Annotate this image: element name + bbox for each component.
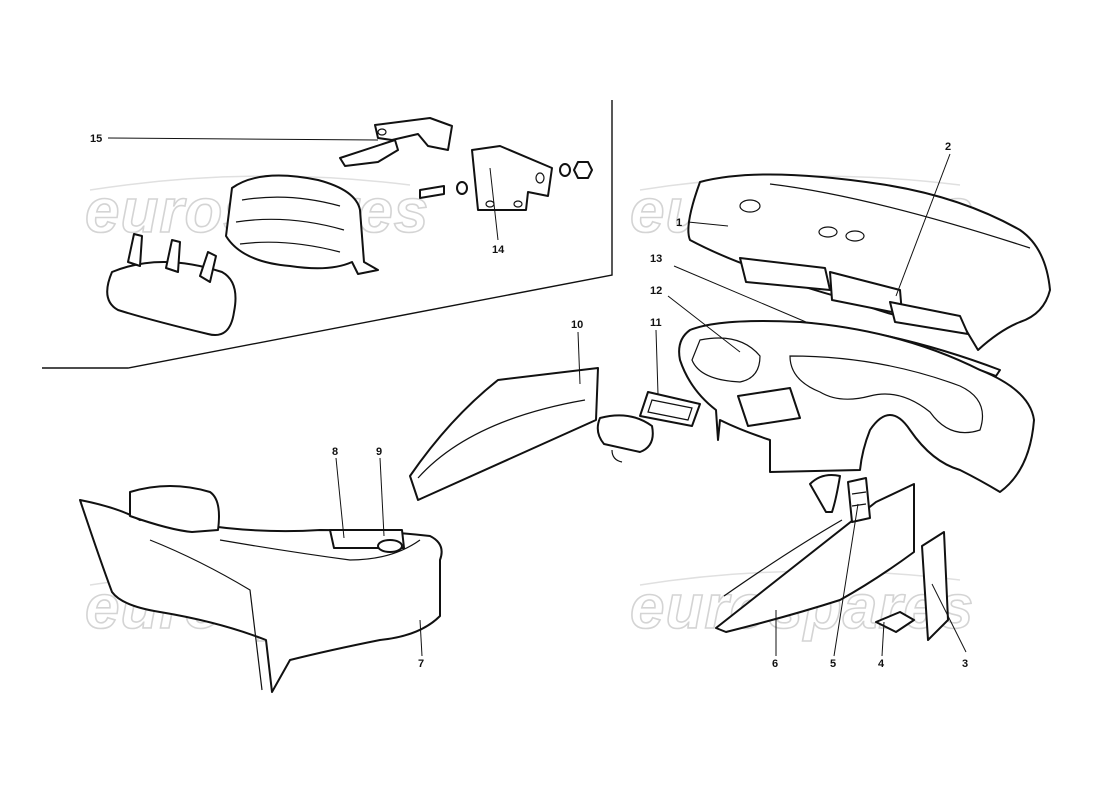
part-12-dashboard-frame (678, 320, 1035, 493)
part-14-bracket-assembly (419, 145, 593, 211)
airbag-cushion (225, 174, 379, 275)
part-10-side-panel (409, 367, 599, 501)
callout-14: 14 (492, 244, 505, 256)
part-11-radio-unit (639, 391, 701, 427)
leader-lines (107, 137, 967, 657)
callout-7: 7 (418, 658, 424, 670)
inset-frame (42, 100, 613, 369)
callout-6: 6 (772, 658, 778, 670)
switch-cover (596, 414, 654, 463)
callout-8: 8 (332, 446, 338, 458)
part-3-bracket-plate (921, 531, 949, 641)
part-7-center-console (79, 485, 443, 693)
part-15-bracket (339, 117, 453, 167)
airbag-cover (106, 233, 237, 336)
watermark-swoosh (89, 175, 411, 191)
part-1-dashboard-top (687, 173, 1051, 351)
callout-4: 4 (878, 658, 885, 670)
part-4-clip (875, 611, 915, 633)
part-6-lower-panel (715, 474, 915, 633)
callout-2: 2 (945, 141, 951, 153)
callout-12: 12 (650, 285, 662, 297)
callout-13: 13 (650, 253, 662, 265)
callout-15: 15 (90, 133, 102, 145)
callout-3: 3 (962, 658, 968, 670)
callout-10: 10 (571, 319, 583, 331)
part-5-connector (847, 477, 871, 523)
callout-11: 11 (650, 317, 662, 329)
callout-1: 1 (676, 217, 682, 229)
callout-5: 5 (830, 658, 836, 670)
callout-labels: 1 2 3 4 5 6 7 8 9 10 11 12 13 14 15 (90, 133, 968, 670)
callout-9: 9 (376, 446, 382, 458)
